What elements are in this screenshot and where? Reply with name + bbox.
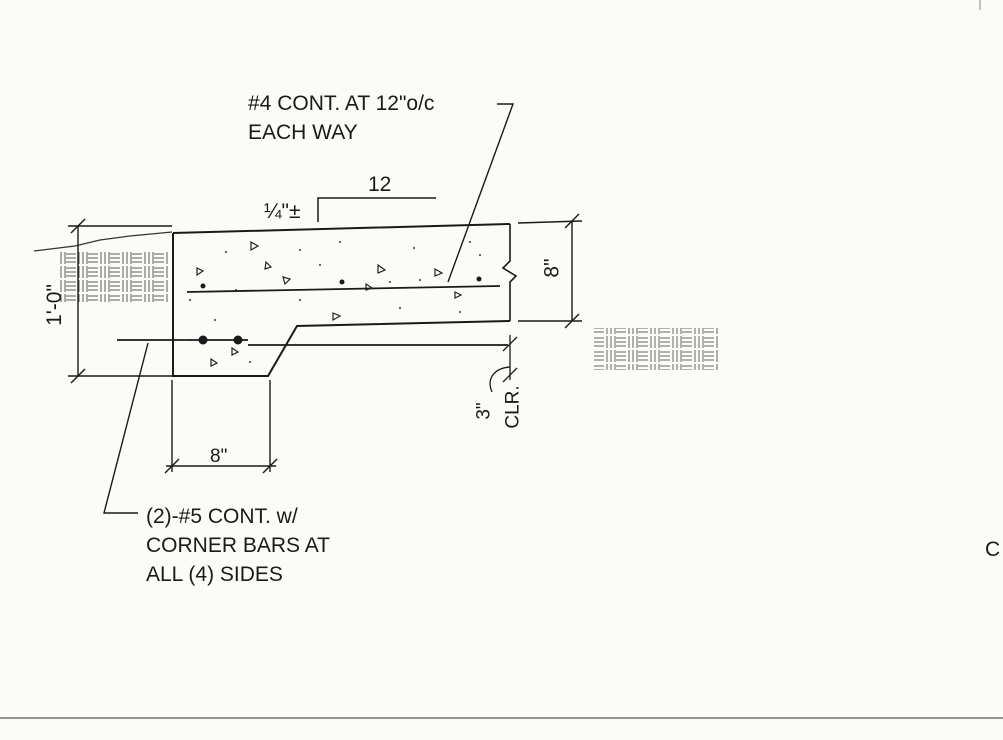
footing-dimension: [164, 380, 278, 474]
clear-cover-dimension: [489, 335, 518, 393]
slab-dimension: [517, 213, 583, 329]
clear-text-label: CLR.: [502, 385, 524, 429]
top-rebar: [186, 285, 501, 293]
rebar-5-b: [233, 335, 243, 345]
depth-dimension: [68, 218, 172, 384]
slope-rise-label: ¼"±: [264, 200, 301, 223]
concrete-speckles: [189, 241, 481, 363]
overall-depth-label: 1'-0": [42, 284, 66, 326]
leader-bottom-rebar: [103, 342, 149, 514]
leader-top-rebar: [447, 103, 515, 283]
bottom-rebar-callout-line1: (2)-#5 CONT. w/: [146, 505, 298, 528]
break-line: [501, 224, 518, 321]
rebar-5-a: [198, 335, 208, 345]
earth-right: [594, 328, 718, 370]
slope-symbol: [317, 197, 436, 222]
cropped-text: C: [985, 538, 1001, 561]
bottom-rebar-callout-line3: ALL (4) SIDES: [146, 563, 283, 586]
top-rebar-callout-line1: #4 CONT. AT 12"o/c: [248, 92, 435, 115]
top-rebar-callout-line2: EACH WAY: [248, 121, 358, 144]
concrete-outline: [172, 223, 511, 377]
concrete-aggregate: [196, 240, 463, 367]
slope-run-label: 12: [368, 173, 392, 196]
slab-thickness-label: 8": [540, 258, 564, 278]
clear-value-label: 3": [473, 402, 495, 420]
footing-width-label: 8": [210, 446, 228, 467]
bottom-rebar-callout-line2: CORNER BARS AT: [146, 534, 330, 557]
top-rebar-dots: [200, 276, 482, 289]
